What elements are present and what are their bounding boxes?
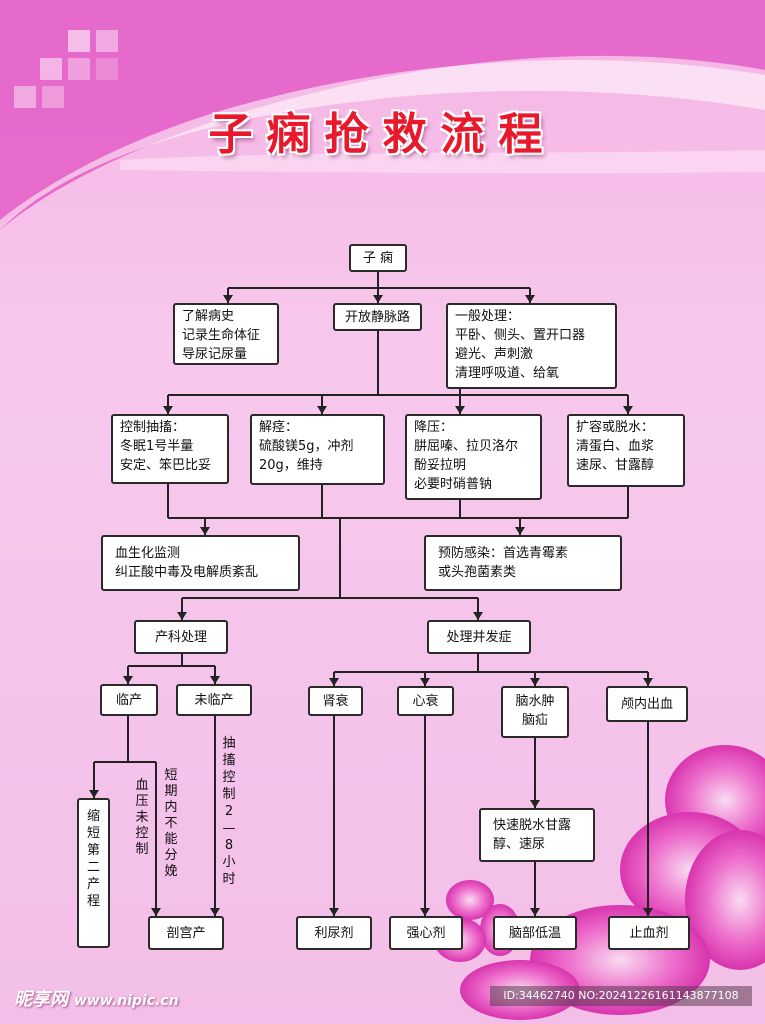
node-history: 了解病史 记录生命体征 导尿记尿量 xyxy=(173,303,279,365)
node-rapid-dehydration: 快速脱水甘露 醇、速尿 xyxy=(479,808,595,862)
label-short-term: 短期内不能分娩 xyxy=(164,768,178,879)
watermark-url: www.nipic.cn xyxy=(74,993,179,1009)
node-obstetric-management: 产科处理 xyxy=(134,620,228,654)
node-hemostatic: 止血剂 xyxy=(608,916,690,950)
label-control-hours: 抽搐控制2—8小时 xyxy=(222,736,236,887)
node-brain-hypothermia: 脑部低温 xyxy=(493,916,577,950)
node-heart-failure: 心衰 xyxy=(397,686,454,716)
node-complication-management: 处理并发症 xyxy=(427,620,531,654)
node-infection-prevention: 预防感染：首选青霉素 或头孢菌素类 xyxy=(424,535,622,591)
flow-connectors xyxy=(93,272,649,916)
label-bp-uncontrolled: 血压未控制 xyxy=(135,778,149,857)
node-general-care: 一般处理： 平卧、侧头、置开口器 避光、声刺激 清理呼吸道、给氧 xyxy=(446,303,617,389)
node-not-in-labor: 未临产 xyxy=(176,684,252,716)
page-title: 子痫抢救流程 xyxy=(208,109,557,160)
node-biochem-monitoring: 血生化监测 纠正酸中毒及电解质紊乱 xyxy=(101,535,300,591)
node-in-labor: 临产 xyxy=(100,684,158,716)
node-antispasm: 解痉： 硫酸镁5g，冲剂 20g，维持 xyxy=(250,414,385,485)
node-diuretic: 利尿剂 xyxy=(296,916,372,950)
node-cerebral-edema: 脑水肿 脑疝 xyxy=(501,686,569,738)
node-seizure-control: 控制抽搐： 冬眠1号半量 安定、笨巴比妥 xyxy=(111,414,229,484)
watermark-site: 昵享网 www.nipic.cn xyxy=(14,985,179,1011)
node-renal-failure: 肾衰 xyxy=(308,686,363,716)
node-eclampsia: 子 痫 xyxy=(349,244,407,272)
node-cardiotonic: 强心剂 xyxy=(389,916,463,950)
node-shorten-second-stage: 缩短第二产程 xyxy=(77,798,110,948)
node-volume-dehydration: 扩容或脱水： 清蛋白、血浆 速尿、甘露醇 xyxy=(567,414,685,487)
node-intracranial-hemorrhage: 颅内出血 xyxy=(606,686,688,722)
node-antihypertensive: 降压： 肼屈嗪、拉贝洛尔 酚妥拉明 必要时硝普钠 xyxy=(405,414,542,500)
watermark-site-name: 昵享网 xyxy=(14,989,68,1010)
node-cesarean: 剖宫产 xyxy=(148,916,224,950)
watermark-id: ID:34462740 NO:20241226161143877108 xyxy=(490,986,752,1006)
node-iv-access: 开放静脉路 xyxy=(333,303,422,331)
